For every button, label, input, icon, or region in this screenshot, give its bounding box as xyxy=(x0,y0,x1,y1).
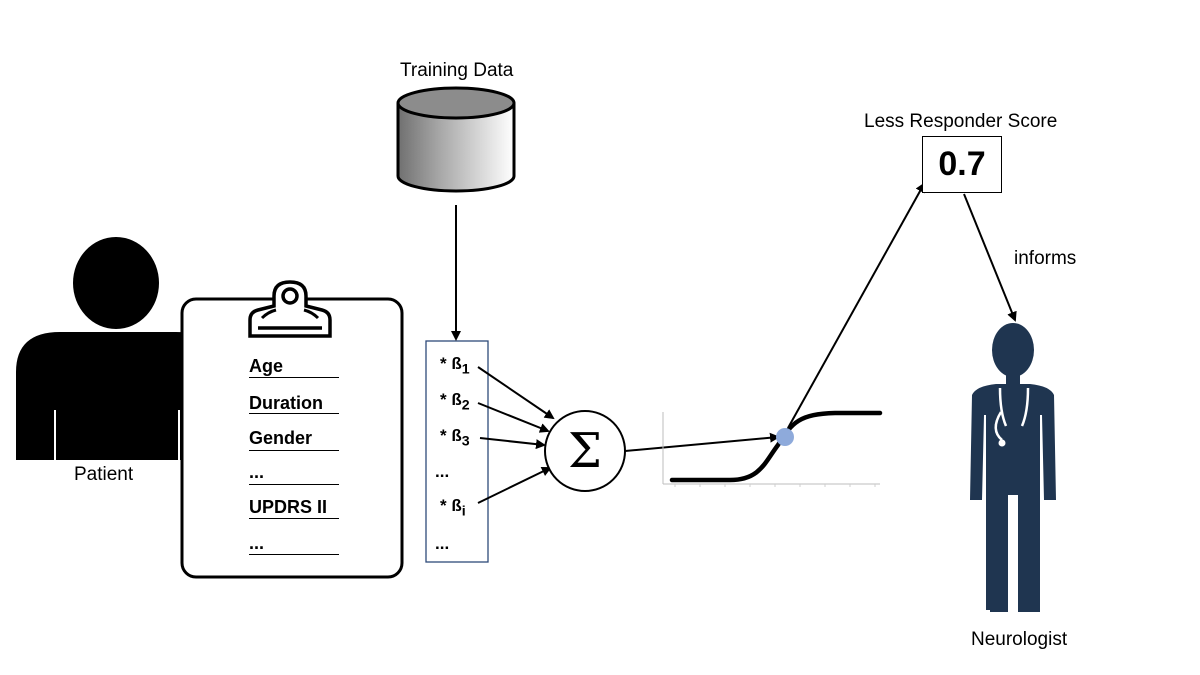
database-icon xyxy=(396,86,516,193)
arrow-b3-to-sum xyxy=(479,437,546,450)
arrow-b2-to-sum xyxy=(477,402,550,433)
field-ellipsis: ... xyxy=(249,462,265,482)
field-duration: Duration xyxy=(249,393,323,413)
field-underline xyxy=(249,554,339,555)
sigmoid-point xyxy=(776,428,794,446)
arrow-sigmoid-to-score xyxy=(787,182,925,429)
field-updrs-ii: UPDRS II xyxy=(249,497,328,517)
coefficient-ellipsis: ... xyxy=(435,462,450,481)
score-title: Less Responder Score xyxy=(864,111,1058,132)
neurologist-label: Neurologist xyxy=(971,629,1068,650)
field-gender: Gender xyxy=(249,428,313,448)
neurologist-icon xyxy=(970,323,1056,612)
field-underline xyxy=(249,377,339,378)
arrow-sum-to-sigmoid xyxy=(624,432,780,452)
coefficient-b2: * ß2 xyxy=(440,390,470,414)
patient-icon xyxy=(16,237,218,460)
sigmoid-plot xyxy=(662,410,883,487)
arrow-bi-to-sum xyxy=(477,467,552,504)
field-underline xyxy=(249,518,339,519)
coefficient-b3: * ß3 xyxy=(440,426,470,450)
coefficient-ellipsis-2: ... xyxy=(435,534,450,553)
arrow-b1-to-sum xyxy=(477,366,555,420)
score-box: 0.7 xyxy=(922,136,1002,193)
patient-label: Patient xyxy=(74,464,134,485)
field-underline xyxy=(249,484,339,485)
field-underline xyxy=(249,413,339,414)
informs-label: informs xyxy=(1014,248,1077,269)
coefficient-panel xyxy=(425,340,489,563)
field-underline xyxy=(249,450,339,451)
field-ellipsis-2: ... xyxy=(249,533,265,553)
sigma-symbol: Σ xyxy=(568,423,602,479)
clipboard-icon xyxy=(180,280,404,579)
field-age: Age xyxy=(249,356,284,376)
training-data-label: Training Data xyxy=(400,60,514,81)
coefficient-bi: * ßi xyxy=(440,496,466,520)
score-value: 0.7 xyxy=(938,145,986,183)
coefficient-b1: * ß1 xyxy=(440,354,470,378)
arrow-score-to-neurologist xyxy=(963,193,1017,322)
